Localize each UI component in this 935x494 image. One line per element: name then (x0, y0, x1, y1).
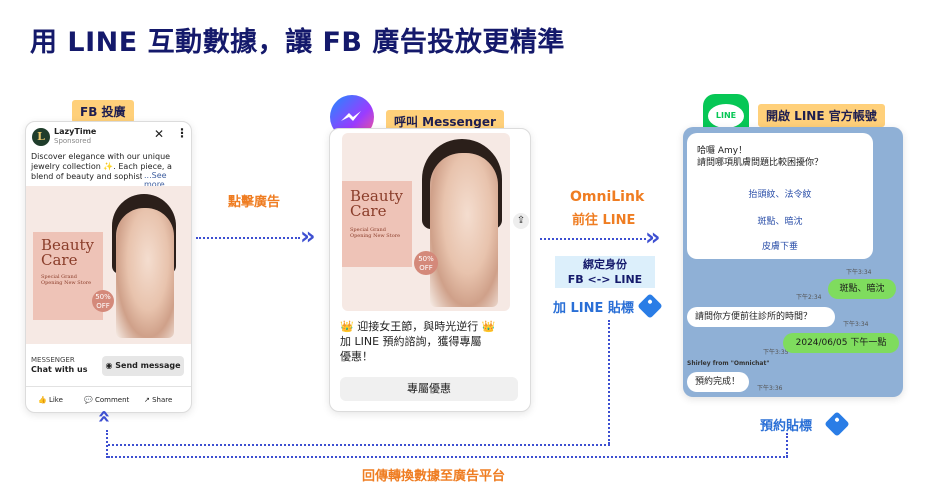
fb-ad-card[interactable]: L LazyTime Sponsored ✕ ⋮ Discover elegan… (25, 121, 192, 413)
omnilink-sub: 前往 LINE (572, 213, 636, 228)
fb-tag: FB 投廣 (72, 100, 134, 123)
comment-label: Comment (94, 396, 130, 404)
flow-line-bottom-1 (108, 444, 610, 446)
messenger-card[interactable]: Beauty Care Special Grand Opening New St… (329, 128, 531, 412)
timestamp-4: 下午3:35 (763, 349, 789, 356)
flow-line-1 (196, 237, 300, 239)
share-button[interactable]: ↗ Share (144, 396, 172, 404)
like-label: Like (48, 396, 63, 404)
flow-line-v3 (106, 430, 108, 458)
upload-icon[interactable]: ⇪ (513, 213, 529, 229)
booking-tag-label: 預約貼標 (760, 419, 813, 434)
bind-line-2: FB <-> LINE (567, 273, 643, 286)
share-label: Share (152, 396, 173, 404)
done-bubble: 預約完成！ (687, 372, 749, 392)
return-data-label: 回傳轉換數據至廣告平台 (362, 469, 506, 484)
chevron-up-icon: » (91, 409, 117, 424)
bind-identity-box: 綁定身份 FB <-> LINE (555, 256, 655, 288)
ask-time-bubble: 請問你方便前往診所的時間？ (687, 307, 835, 327)
flow-line-2 (540, 238, 646, 240)
chevron-icon-2: » (645, 223, 661, 251)
msg-line-3: 優惠！ (340, 350, 373, 363)
flow-line-bottom-2 (108, 456, 788, 458)
brand-name: LazyTime (54, 127, 97, 136)
crown-icon-2: 👑 (481, 320, 496, 333)
line-logo-text: LINE (708, 104, 744, 128)
send-message-label: Send message (115, 361, 181, 370)
model-face (116, 208, 174, 338)
chevron-icon: » (300, 222, 316, 250)
line-chat-card[interactable]: 哈囉 Amy！ 請問哪項肌膚問題比較困擾你？ 抬頭紋、法令紋 斑點、暗沈 皮膚下… (683, 127, 903, 397)
option-3[interactable]: 皮膚下垂 (761, 242, 798, 252)
like-button[interactable]: 👍 Like (38, 396, 63, 404)
timestamp-3: 下午3:34 (843, 321, 869, 328)
reply-bubble-2: 2024/06/05 下午一點 (783, 333, 899, 353)
beauty-care-sub: Special Grand Opening New Store (41, 274, 92, 286)
exclusive-offer-button[interactable]: 專屬優惠 (340, 377, 518, 401)
model-face-2 (430, 153, 498, 307)
send-message-button[interactable]: ◉ Send message (102, 356, 184, 376)
msg-line-2: 加 LINE 預約諮詢，獲得專屬 (340, 335, 482, 348)
page-title: 用 LINE 互動數據，讓 FB 廣告投放更精準 (30, 27, 565, 58)
messenger-message: 👑 迎接女王節，與時光逆行 👑 加 LINE 預約諮詢，獲得專屬 優惠！ (340, 319, 522, 364)
sender-label: Shirley from "Omnichat" (687, 360, 770, 367)
messenger-label: MESSENGER (31, 356, 75, 364)
messenger-tag: 呼叫 Messenger (386, 110, 504, 133)
question-bubble: 哈囉 Amy！ 請問哪項肌膚問題比較困擾你？ 抬頭紋、法令紋 斑點、暗沈 皮膚下… (687, 133, 873, 259)
beauty-care-title-2: Beauty Care (350, 187, 404, 220)
beauty-care-title: Beauty Care (41, 236, 95, 269)
bind-line-1: 綁定身份 (583, 258, 627, 271)
timestamp-2: 下午2:34 (796, 294, 822, 301)
crown-icon: 👑 (340, 320, 354, 333)
step-click-ad: 點擊廣告 (228, 195, 281, 210)
option-2[interactable]: 斑點、暗沈 (757, 217, 803, 227)
msg-line-1: 迎接女王節，與時光逆行 (357, 320, 479, 333)
flow-line-v2 (786, 433, 788, 457)
option-1[interactable]: 抬頭紋、法令紋 (748, 190, 812, 200)
close-icon[interactable]: ✕ (154, 127, 165, 141)
more-icon[interactable]: ⋮ (176, 126, 188, 140)
like-icon: 👍 (38, 396, 47, 404)
tag-icon-2 (824, 411, 850, 437)
flow-line-v1 (608, 320, 610, 444)
timestamp-1: 下午3:34 (846, 269, 872, 276)
beauty-care-sub-2: Special Grand Opening New Store (350, 227, 401, 239)
greet-line-1: 哈囉 Amy！ (697, 146, 748, 156)
chat-label: Chat with us (31, 365, 88, 374)
discount-badge: 50% OFF (92, 290, 114, 312)
omnilink-label: OmniLink (570, 189, 645, 205)
discount-badge-2: 50% OFF (414, 251, 438, 275)
sponsored-label: Sponsored (54, 137, 92, 145)
tag-icon (637, 293, 663, 319)
divider (26, 386, 191, 387)
reply-bubble-1: 斑點、暗沈 (828, 279, 896, 299)
brand-logo: L (32, 128, 50, 146)
beauty-care-box-2: Beauty Care Special Grand Opening New St… (342, 181, 412, 267)
messenger-small-icon: ◉ (105, 361, 113, 370)
messenger-ad-image: Beauty Care Special Grand Opening New St… (342, 133, 510, 311)
see-more-link[interactable]: ...See more (142, 171, 191, 189)
beauty-care-box: Beauty Care Special Grand Opening New St… (33, 232, 103, 320)
ad-image[interactable]: Beauty Care Special Grand Opening New St… (26, 186, 191, 344)
ad-text: Discover elegance with our unique jewelr… (31, 152, 173, 181)
comment-icon: 💬 (84, 396, 93, 404)
greet-line-2: 請問哪項肌膚問題比較困擾你？ (697, 158, 824, 168)
line-tag: 開啟 LINE 官方帳號 (758, 104, 885, 127)
timestamp-5: 下午3:36 (757, 385, 783, 392)
share-icon: ↗ (144, 396, 150, 404)
add-line-tag-label: 加 LINE 貼標 (553, 301, 634, 316)
comment-button[interactable]: 💬 Comment (84, 396, 129, 404)
